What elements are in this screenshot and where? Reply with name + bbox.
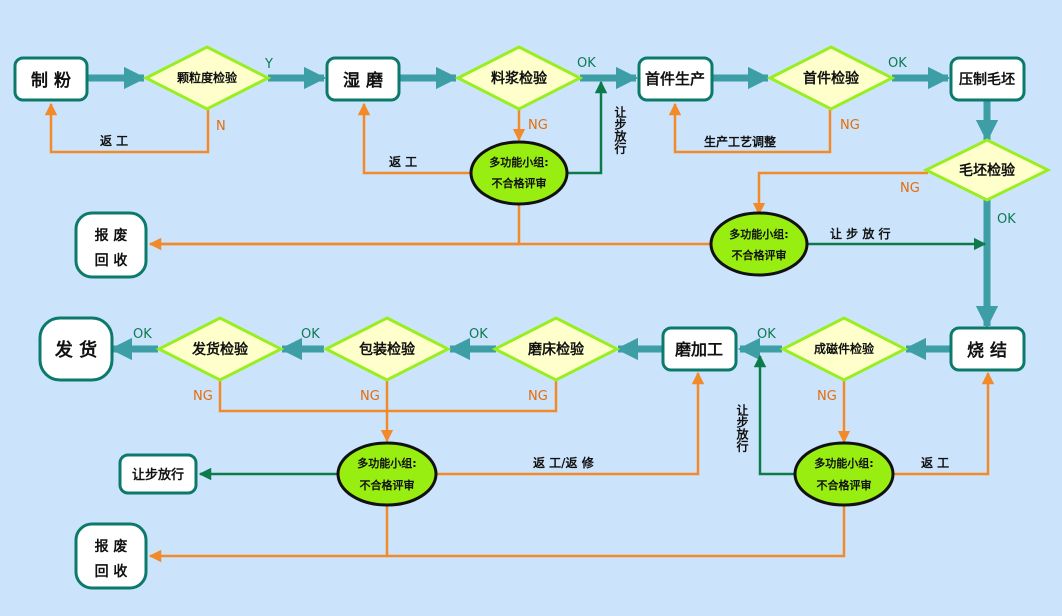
label-ng-grinder: NG: [528, 389, 548, 404]
label-ok-blank: OK: [997, 212, 1016, 227]
label-ok-packaging: OK: [301, 327, 320, 342]
label-rework-3: 返 工: [921, 455, 949, 470]
label-ng-packaging: NG: [360, 389, 380, 404]
process-boxes: 制 粉 湿 磨 首件生产 压制毛坯 烧 结 磨加工 发 货 报 废: [13, 56, 1026, 590]
review-ellipses: 多功能小组: 不合格评审 多功能小组: 不合格评审 多功能小组: 不合格评审 多…: [336, 140, 895, 507]
label-ok-slurry: OK: [577, 56, 596, 71]
box-grinding-machining: 磨加工: [661, 326, 738, 372]
scrap-top-label-1: 报 废: [95, 227, 128, 244]
review-ellipse-slurry-line2: 不合格评审: [492, 176, 547, 190]
diamond-packaging-inspection: 包装检验: [322, 316, 452, 382]
box-wet-grinding-label: 湿 磨: [343, 70, 384, 91]
review-ellipse-magnet: 多功能小组: 不合格评审: [793, 441, 895, 507]
review-ellipse-slurry: 多功能小组: 不合格评审: [469, 140, 569, 206]
box-sintering: 烧 结: [949, 326, 1026, 372]
review-ellipse-magnet-line1: 多功能小组:: [814, 456, 873, 470]
review-ellipse-slurry-line1: 多功能小组:: [489, 155, 548, 169]
box-first-piece-production-label: 首件生产: [645, 70, 705, 88]
label-process-adjust: 生产工艺调整: [704, 134, 776, 149]
box-scrap-recycle-top: 报 废 回 收: [74, 211, 148, 279]
scrap-top-label-2: 回 收: [95, 252, 129, 269]
box-scrap-recycle-bottom: 报 废 回 收: [74, 522, 148, 590]
label-yes: Y: [264, 57, 273, 72]
diamond-blank-inspection: 毛坯检验: [922, 138, 1052, 202]
box-press-blank-label: 压制毛坯: [959, 71, 1015, 88]
diamond-slurry-inspection: 料浆检验: [454, 45, 584, 111]
box-grinding-machining-label: 磨加工: [675, 340, 723, 359]
review-ellipse-packing-line2: 不合格评审: [360, 478, 415, 492]
label-rework-1: 返 工: [100, 133, 128, 148]
label-concession-horizontal: 让 步 放 行: [830, 226, 891, 241]
label-ng-magnet: NG: [817, 389, 837, 404]
label-rework-repair: 返 工/返 修: [533, 455, 595, 470]
scrap-bottom-label-2: 回 收: [95, 563, 129, 580]
box-milling-label: 制 粉: [31, 70, 71, 91]
label-concession-vertical-1: 让步放行: [613, 105, 627, 155]
edge-labels: Y N 返 工 OK NG 返 工 让步放行 OK NG 生产工艺调整 NG O…: [100, 56, 1016, 470]
label-ok-shipping: OK: [133, 327, 152, 342]
scrap-bottom-label-1: 报 废: [95, 538, 128, 555]
review-ellipse-packing-line1: 多功能小组:: [357, 456, 416, 470]
label-ng-shipping: NG: [193, 389, 213, 404]
diamond-grinder-inspection: 磨床检验: [491, 316, 621, 382]
diamond-blank-label: 毛坯检验: [959, 162, 1016, 179]
diamond-shipping-inspection: 发货检验: [155, 316, 285, 382]
connectors: [44, 66, 999, 563]
box-first-piece-production: 首件生产: [637, 56, 714, 102]
review-ellipse-blank-line1: 多功能小组:: [729, 227, 788, 241]
diamond-packaging-label: 包装检验: [359, 341, 416, 358]
label-no: N: [216, 119, 226, 134]
box-wet-grinding: 湿 磨: [325, 56, 401, 102]
diamond-first-piece-label: 首件检验: [803, 70, 860, 87]
label-ok-magnet: OK: [757, 327, 776, 342]
box-shipping-label: 发 货: [54, 339, 97, 361]
label-ng-first-piece: NG: [840, 118, 860, 133]
box-sintering-label: 烧 结: [967, 340, 1007, 361]
label-ng-blank: NG: [900, 181, 920, 196]
review-ellipse-blank-line2: 不合格评审: [732, 248, 787, 262]
label-concession-vertical-2: 让步放行: [735, 403, 749, 453]
label-ok-grinder: OK: [469, 327, 488, 342]
review-ellipse-blank: 多功能小组: 不合格评审: [709, 211, 809, 277]
box-concession-release: 让步放行: [118, 453, 198, 495]
label-ng-slurry: NG: [528, 118, 548, 133]
diamond-slurry-label: 料浆检验: [491, 70, 548, 87]
diamond-grinder-label: 磨床检验: [528, 341, 585, 358]
label-ok-first-piece: OK: [888, 56, 907, 71]
label-rework-2: 返 工: [389, 154, 417, 169]
box-milling: 制 粉: [13, 56, 89, 102]
box-concession-release-label: 让步放行: [132, 467, 184, 483]
diamond-granularity-inspection: 颗粒度检验: [142, 45, 272, 111]
box-press-blank: 压制毛坯: [949, 56, 1026, 102]
diamond-granularity-label: 颗粒度检验: [177, 70, 238, 85]
diamond-magnet-inspection: 成磁件检验: [779, 316, 909, 382]
diamond-first-piece-inspection: 首件检验: [766, 45, 896, 111]
inspection-diamonds: 颗粒度检验 料浆检验 首件检验 毛坯检验 成磁件检验 磨床检验 包装检验 发货: [142, 45, 1052, 382]
box-shipping: 发 货: [38, 316, 114, 382]
diamond-shipping-label: 发货检验: [191, 341, 249, 358]
review-ellipse-packing: 多功能小组: 不合格评审: [336, 441, 438, 507]
review-ellipse-magnet-line2: 不合格评审: [817, 478, 872, 492]
diamond-magnet-label: 成磁件检验: [814, 341, 875, 356]
